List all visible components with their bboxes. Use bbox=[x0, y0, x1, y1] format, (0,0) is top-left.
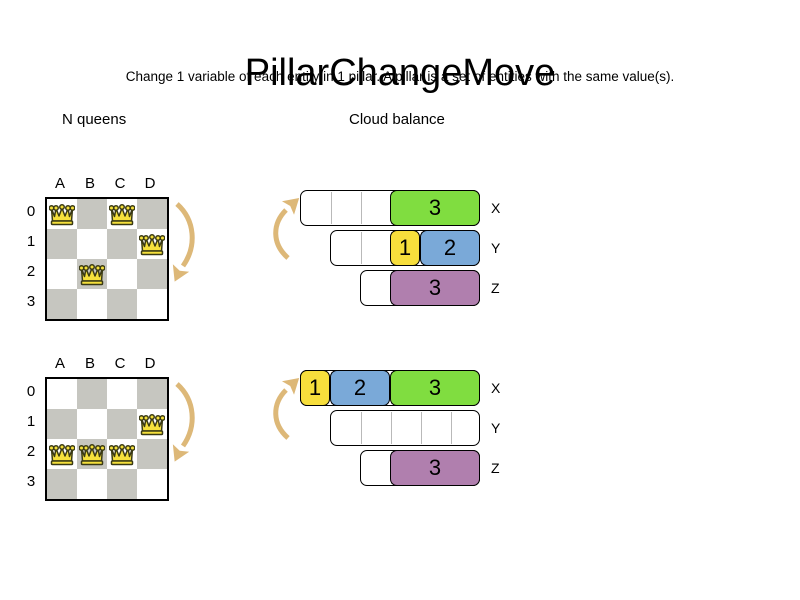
board-cell-D1[interactable] bbox=[137, 229, 167, 259]
board-cell-A0[interactable] bbox=[47, 379, 77, 409]
board-cell-A2[interactable] bbox=[47, 259, 77, 289]
board-column-label: C bbox=[114, 175, 126, 192]
board-cell-D3[interactable] bbox=[137, 469, 167, 499]
board-cell-A1[interactable] bbox=[47, 229, 77, 259]
queen-icon bbox=[109, 444, 135, 466]
queen-icon bbox=[79, 264, 105, 286]
queen-icon bbox=[79, 444, 105, 466]
board-column-label: D bbox=[144, 175, 156, 192]
capacity-unit-divider bbox=[361, 232, 362, 264]
board-cell-A1[interactable] bbox=[47, 409, 77, 439]
move-arrow-queens-before bbox=[172, 202, 195, 282]
queen-icon bbox=[109, 204, 135, 226]
board-row-label: 1 bbox=[26, 233, 36, 250]
board-cell-C2[interactable] bbox=[107, 439, 137, 469]
board-column-labels: A B C D bbox=[45, 355, 165, 377]
chess-board bbox=[45, 197, 169, 321]
board-cell-C2[interactable] bbox=[107, 259, 137, 289]
move-arrow-cloud-after bbox=[273, 377, 300, 440]
board-row-labels: 0 1 2 3 bbox=[22, 197, 42, 317]
queen-icon bbox=[49, 444, 75, 466]
board-row-label: 2 bbox=[26, 443, 36, 460]
board-row-label: 0 bbox=[26, 383, 36, 400]
process-block[interactable]: 3 bbox=[390, 270, 480, 306]
process-block[interactable]: 3 bbox=[390, 370, 480, 406]
board-cell-A2[interactable] bbox=[47, 439, 77, 469]
queen-icon bbox=[139, 414, 165, 436]
board-column-label: A bbox=[54, 355, 65, 372]
process-block[interactable]: 2 bbox=[420, 230, 480, 266]
board-cell-D3[interactable] bbox=[137, 289, 167, 319]
chess-board bbox=[45, 377, 169, 501]
board-cell-D0[interactable] bbox=[137, 379, 167, 409]
process-block[interactable]: 2 bbox=[330, 370, 390, 406]
page-subtitle: Change 1 variable of each entity in 1 pi… bbox=[125, 69, 675, 84]
board-column-label: D bbox=[144, 355, 156, 372]
queen-icon bbox=[139, 234, 165, 256]
section-header-cloud-balance: Cloud balance bbox=[349, 111, 445, 128]
board-cell-C3[interactable] bbox=[107, 289, 137, 319]
board-row-label: 3 bbox=[26, 473, 36, 490]
board-column-label: B bbox=[84, 175, 95, 192]
queen-icon bbox=[49, 204, 75, 226]
board-row-label: 3 bbox=[26, 293, 36, 310]
capacity-unit-divider bbox=[451, 412, 452, 444]
capacity-unit-divider bbox=[361, 412, 362, 444]
board-cell-C0[interactable] bbox=[107, 379, 137, 409]
computer-label-X: X bbox=[491, 200, 501, 216]
capacity-unit-divider bbox=[361, 192, 362, 224]
board-cell-A0[interactable] bbox=[47, 199, 77, 229]
board-cell-A3[interactable] bbox=[47, 469, 77, 499]
capacity-unit-divider bbox=[331, 192, 332, 224]
computer-row-Y: Y bbox=[0, 410, 520, 446]
computer-label-Z: Z bbox=[491, 280, 500, 296]
board-cell-C1[interactable] bbox=[107, 229, 137, 259]
board-cell-B2[interactable] bbox=[77, 439, 107, 469]
board-cell-D2[interactable] bbox=[137, 439, 167, 469]
board-cell-C0[interactable] bbox=[107, 199, 137, 229]
board-cell-A3[interactable] bbox=[47, 289, 77, 319]
computer-label-Y: Y bbox=[491, 240, 501, 256]
board-cell-C1[interactable] bbox=[107, 409, 137, 439]
board-row-labels: 0 1 2 3 bbox=[22, 377, 42, 497]
board-cell-B3[interactable] bbox=[77, 469, 107, 499]
process-block[interactable]: 3 bbox=[390, 190, 480, 226]
board-column-label: A bbox=[54, 175, 65, 192]
computer-label-X: X bbox=[491, 380, 501, 396]
board-row-label: 2 bbox=[26, 263, 36, 280]
board-cell-D2[interactable] bbox=[137, 259, 167, 289]
board-column-label: C bbox=[114, 355, 126, 372]
board-cell-D0[interactable] bbox=[137, 199, 167, 229]
board-row-label: 1 bbox=[26, 413, 36, 430]
board-cell-B0[interactable] bbox=[77, 199, 107, 229]
process-block[interactable]: 3 bbox=[390, 450, 480, 486]
board-cell-D1[interactable] bbox=[137, 409, 167, 439]
board-column-labels: A B C D bbox=[45, 175, 165, 197]
board-cell-B1[interactable] bbox=[77, 409, 107, 439]
computer-label-Z: Z bbox=[491, 460, 500, 476]
board-cell-B1[interactable] bbox=[77, 229, 107, 259]
process-block[interactable]: 1 bbox=[390, 230, 420, 266]
section-header-nqueens: N queens bbox=[62, 111, 127, 128]
board-column-label: B bbox=[84, 355, 95, 372]
page-title: PillarChangeMove bbox=[244, 52, 556, 95]
board-cell-C3[interactable] bbox=[107, 469, 137, 499]
move-arrow-queens-after bbox=[172, 382, 195, 462]
move-arrow-cloud-before bbox=[273, 197, 300, 260]
board-cell-B3[interactable] bbox=[77, 289, 107, 319]
board-row-label: 0 bbox=[26, 203, 36, 220]
capacity-unit-divider bbox=[391, 412, 392, 444]
capacity-unit-divider bbox=[421, 412, 422, 444]
process-block[interactable]: 1 bbox=[300, 370, 330, 406]
computer-capacity-bar[interactable] bbox=[330, 410, 480, 446]
board-cell-B0[interactable] bbox=[77, 379, 107, 409]
board-cell-B2[interactable] bbox=[77, 259, 107, 289]
computer-label-Y: Y bbox=[491, 420, 501, 436]
